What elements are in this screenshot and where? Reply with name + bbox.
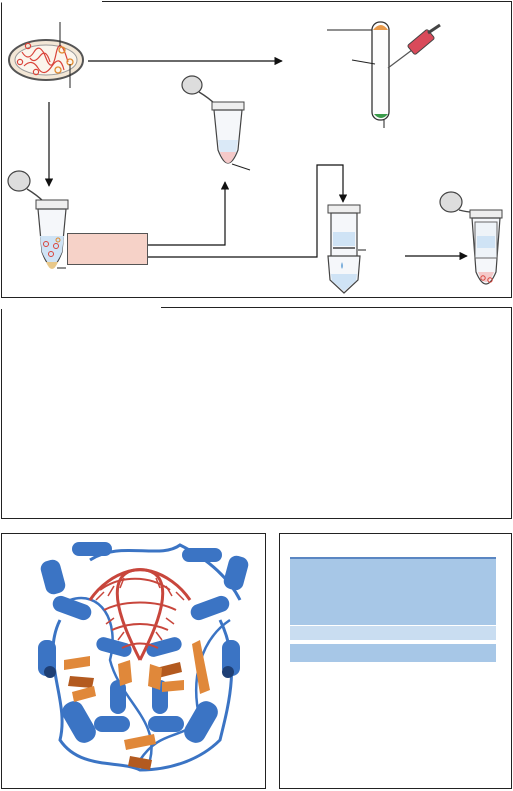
table-row [290, 644, 496, 662]
microcentrifuge-tube-icon [7, 170, 69, 269]
procedure-label-box [67, 233, 148, 265]
spin-column-icon [327, 204, 361, 258]
table-row [290, 626, 496, 640]
collection-tube-icon [327, 255, 361, 294]
table-header [290, 559, 496, 625]
culture-tube-icon [371, 21, 390, 121]
bacterial-cell-icon [8, 39, 84, 81]
protein-dna-structure-image [38, 542, 249, 772]
table-row [290, 641, 496, 644]
table-header-band [290, 557, 496, 559]
workflow-panel [1, 1, 512, 298]
middle-panel-tab-rule [1, 307, 161, 309]
microcentrifuge-tube-icon [181, 75, 245, 164]
syringe-icon [387, 23, 441, 69]
microcentrifuge-tube-icon [439, 191, 503, 285]
table-panel [279, 533, 512, 789]
structure-panel [1, 533, 266, 789]
middle-panel [1, 307, 512, 519]
